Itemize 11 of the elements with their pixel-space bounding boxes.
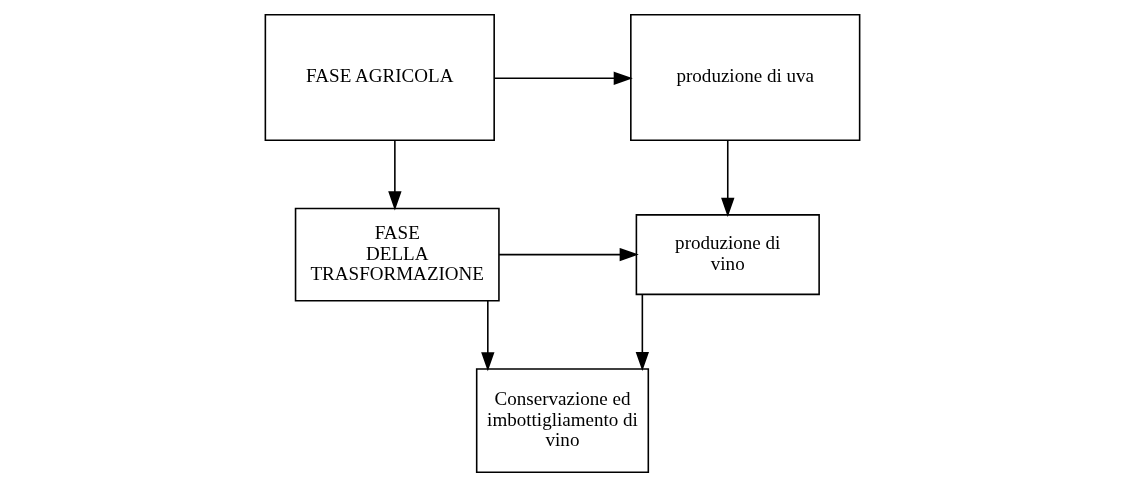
node-box: Conservazione ed imbottigliamento di vino [475,368,649,474]
arrow [493,71,633,85]
arrow [635,293,649,372]
arrow [480,300,494,372]
node-box: FASE DELLA TRASFORMAZIONE [294,207,500,302]
node-box: FASE AGRICOLA [264,13,495,141]
node-box: produzione di uva [629,13,860,141]
arrow [387,139,402,211]
node-box: produzione di vino [635,214,820,296]
arrow [720,139,734,217]
arrow [497,247,639,262]
